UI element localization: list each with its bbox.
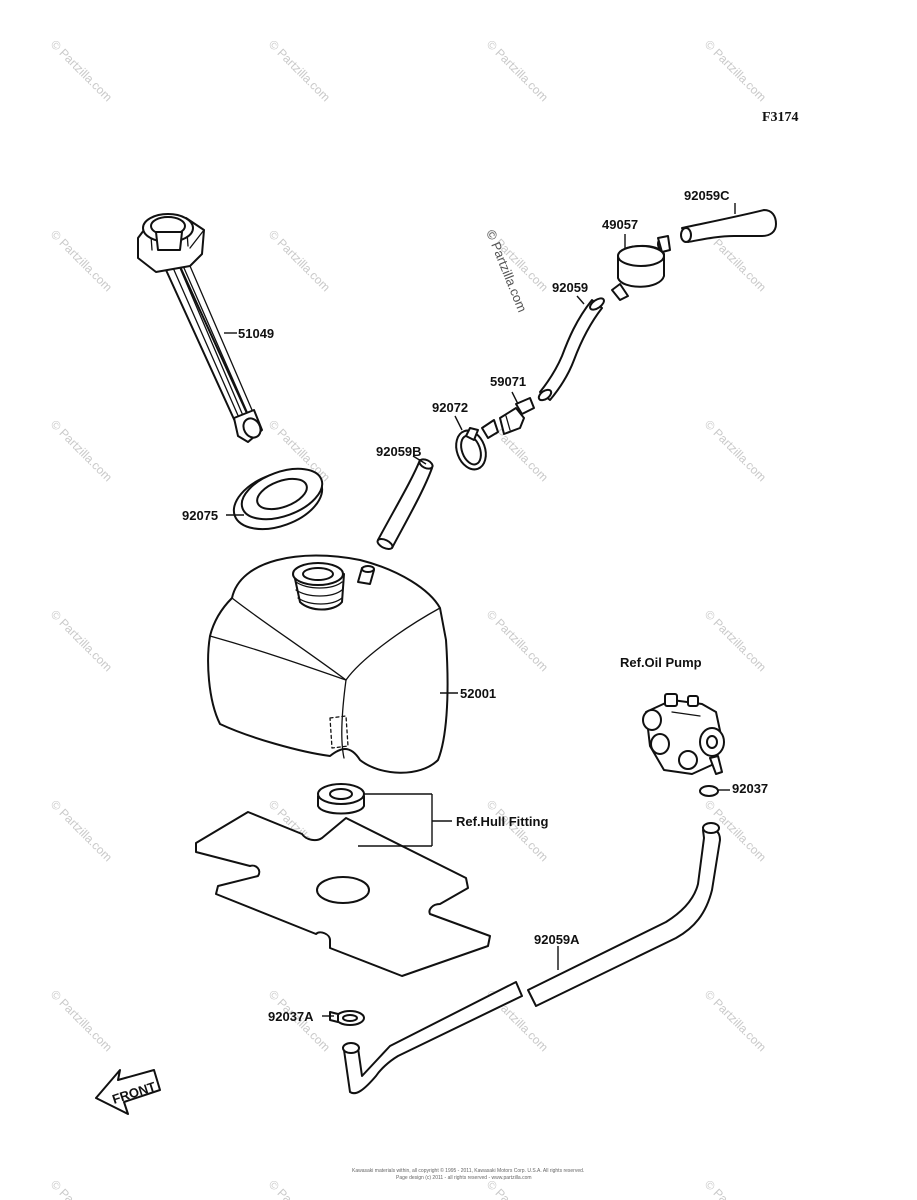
label-92059A: 92059A xyxy=(534,932,580,947)
hose-92059C[interactable] xyxy=(680,209,777,243)
copyright-line-2: Page design (c) 2011 - all rights reserv… xyxy=(396,1175,532,1181)
leader-92072 xyxy=(454,415,463,431)
hose-92059[interactable] xyxy=(537,296,606,402)
filter-49057[interactable] xyxy=(611,235,671,301)
label-52001: 52001 xyxy=(460,686,496,701)
watermark-tile: © Partzilla.com xyxy=(48,1177,115,1200)
watermark-tile: © Partzilla.com xyxy=(48,227,115,294)
oil-pump[interactable] xyxy=(642,693,725,775)
label-92075: 92075 xyxy=(182,508,218,523)
leader-92059 xyxy=(576,295,585,305)
leader-59071 xyxy=(511,391,519,405)
clip-92037A[interactable] xyxy=(329,1010,365,1026)
watermark-tile: © Partzilla.com xyxy=(702,417,769,484)
watermark-tile: © Partzilla.com xyxy=(48,607,115,674)
label-92059: 92059 xyxy=(552,280,588,295)
watermark-tile: © Partzilla.com xyxy=(484,37,551,104)
watermark-tile: © Partzilla.com xyxy=(266,1177,333,1200)
label-ref-oil-pump: Ref.Oil Pump xyxy=(620,655,702,670)
watermark-tile: © Partzilla.com xyxy=(48,37,115,104)
watermark-tile: © Partzilla.com xyxy=(702,987,769,1054)
label-49057: 49057 xyxy=(602,217,638,232)
label-ref-hull-fitting: Ref.Hull Fitting xyxy=(456,814,548,829)
front-arrow: FRONT xyxy=(95,1069,161,1115)
figure-id: F3174 xyxy=(762,110,799,125)
fuel-gauge-51049[interactable] xyxy=(137,213,264,443)
watermark-tile: © Partzilla.com xyxy=(266,37,333,104)
watermark-tile: © Partzilla.com xyxy=(48,987,115,1054)
label-92037: 92037 xyxy=(732,781,768,796)
label-92059B: 92059B xyxy=(376,444,422,459)
seal-92075[interactable] xyxy=(226,459,330,540)
label-92059C: 92059C xyxy=(684,188,730,203)
hull-fitting-grommet[interactable] xyxy=(317,783,365,815)
oil-tank-52001[interactable] xyxy=(207,554,449,774)
hose-92059A[interactable] xyxy=(342,822,721,1095)
label-92037A: 92037A xyxy=(268,1009,314,1024)
label-92072: 92072 xyxy=(432,400,468,415)
hose-92059B[interactable] xyxy=(376,457,434,551)
watermark-tile: © Partzilla.com xyxy=(48,797,115,864)
watermark-tile: © Partzilla.com xyxy=(702,1177,769,1200)
clamp-92072[interactable] xyxy=(451,426,491,473)
watermark-tile: © Partzilla.com xyxy=(702,37,769,104)
clip-92037[interactable] xyxy=(699,785,719,797)
watermark-tile: © Partzilla.com xyxy=(266,227,333,294)
watermark-tile: © Partzilla.com xyxy=(484,607,551,674)
leader-92059B xyxy=(412,455,427,465)
label-51049: 51049 xyxy=(238,326,274,341)
watermark-tile: © Partzilla.com xyxy=(702,607,769,674)
watermark-tile: © Partzilla.com xyxy=(48,417,115,484)
watermark-tile: © Partzilla.com xyxy=(484,797,551,864)
copyright-line-1: Kawasaki materials within, all copyright… xyxy=(352,1167,584,1174)
check-valve-59071[interactable] xyxy=(481,397,535,439)
label-59071: 59071 xyxy=(490,374,526,389)
mounting-pad[interactable] xyxy=(195,811,491,977)
